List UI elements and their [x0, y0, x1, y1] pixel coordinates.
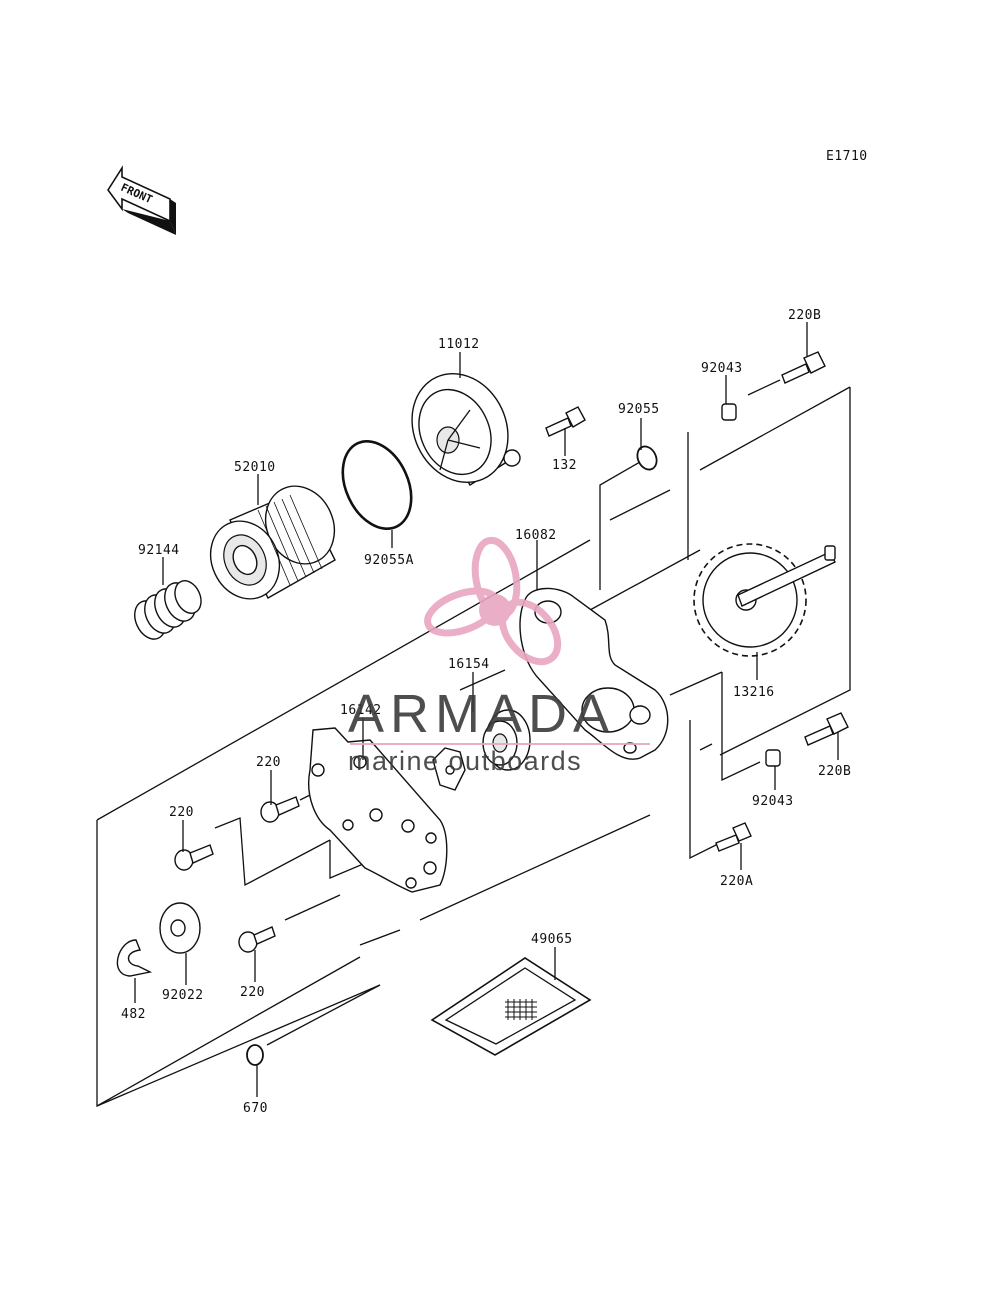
- callouts: 11012 52010 92055A 92144 132 92055 92043…: [121, 308, 851, 1116]
- label-52010: 52010: [234, 460, 276, 475]
- bolt-220B-top: [781, 351, 826, 384]
- label-220A: 220A: [720, 874, 753, 889]
- label-49065: 49065: [531, 932, 573, 947]
- screw-220-b: [174, 844, 214, 871]
- label-220-b: 220: [169, 805, 194, 820]
- dowel-92043-top: [721, 403, 737, 421]
- o-ring-670: [246, 1044, 264, 1066]
- gear-13216: [693, 543, 836, 657]
- label-670: 670: [243, 1101, 268, 1116]
- label-16142: 16142: [340, 703, 382, 718]
- screw-220-a: [260, 796, 300, 823]
- o-ring-92055: [636, 445, 658, 471]
- watermark-tagline: marine outboards: [348, 746, 582, 776]
- bolt-132: [545, 406, 586, 437]
- label-11012: 11012: [438, 337, 480, 352]
- label-482: 482: [121, 1007, 146, 1022]
- label-92055: 92055: [618, 402, 660, 417]
- circlip-482: [116, 939, 153, 977]
- diagram-code: E1710: [826, 149, 868, 164]
- propeller-logo-icon: [424, 536, 562, 666]
- gasket-49065: [430, 957, 592, 1056]
- label-16154: 16154: [448, 657, 490, 672]
- oil-filter-52010: [209, 485, 336, 600]
- label-92022: 92022: [162, 988, 204, 1003]
- washer-92022: [159, 902, 201, 954]
- cover-plate-16142: [308, 727, 448, 893]
- rotor-16154: [432, 709, 531, 791]
- label-220B-bottom: 220B: [818, 764, 851, 779]
- bolt-220A: [715, 822, 752, 852]
- label-13216: 13216: [733, 685, 775, 700]
- label-220-c: 220: [240, 985, 265, 1000]
- leader-lines: [134, 322, 839, 1097]
- label-92043-top: 92043: [701, 361, 743, 376]
- label-92043-bottom: 92043: [752, 794, 794, 809]
- label-132: 132: [552, 458, 577, 473]
- watermark: ARMADA marine outboards: [348, 536, 650, 776]
- label-220B-top: 220B: [788, 308, 821, 323]
- watermark-brand: ARMADA: [348, 684, 615, 744]
- label-92144: 92144: [138, 543, 180, 558]
- o-ring-92055A: [341, 439, 413, 531]
- spring-92144: [134, 580, 202, 640]
- screw-220-c: [238, 926, 276, 953]
- label-16082: 16082: [515, 528, 557, 543]
- label-92055A: 92055A: [364, 553, 414, 568]
- front-arrow-icon: FRONT: [107, 165, 176, 235]
- bolt-220B-bottom: [804, 712, 849, 746]
- dowel-92043-bottom: [765, 749, 781, 767]
- label-220-a: 220: [256, 755, 281, 770]
- filter-cap-11012: [411, 372, 521, 486]
